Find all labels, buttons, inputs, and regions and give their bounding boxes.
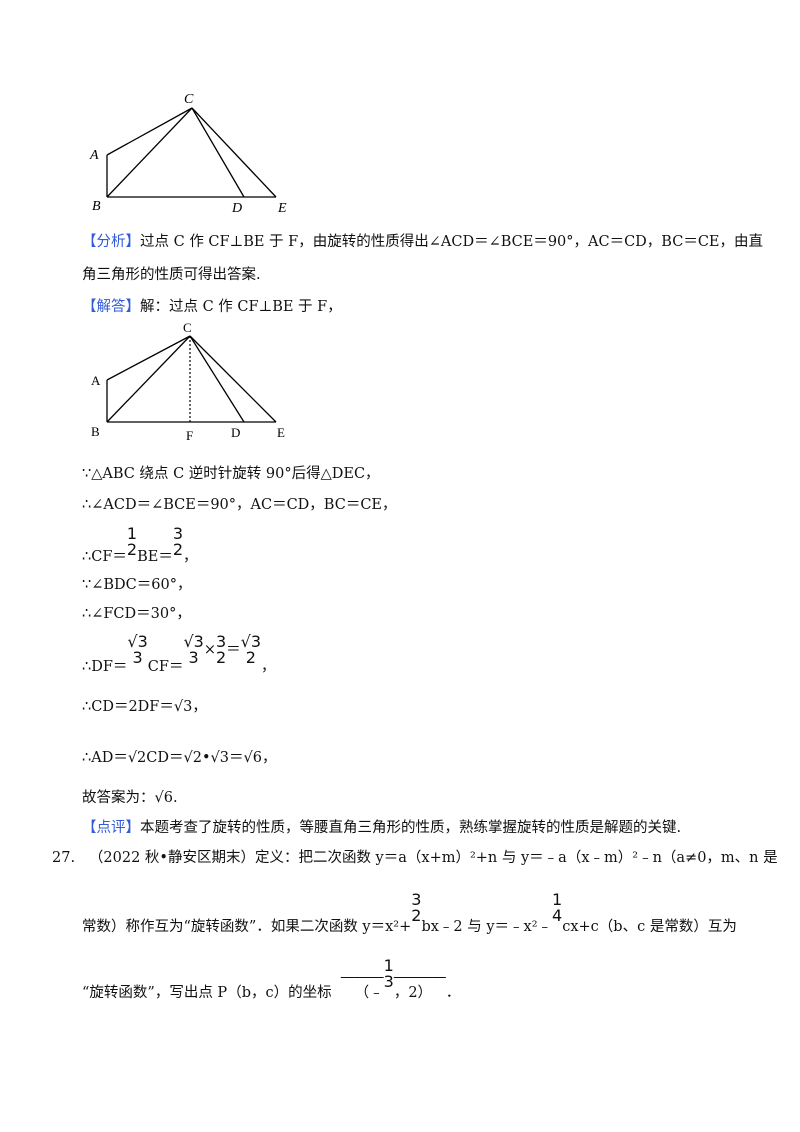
- fraction-num: 3: [215, 632, 227, 651]
- analysis-line-2: 角三角形的性质可得出答案.: [82, 265, 261, 285]
- fraction-num: √3: [240, 632, 262, 651]
- solution-intro-text: 解：过点 C 作 CF⊥BE 于 F，: [140, 299, 342, 315]
- step-3-end: ，: [183, 549, 198, 565]
- step-2-text: ∴∠ACD＝∠BCE＝90°，AC＝CD，BC＝CE，: [82, 497, 397, 513]
- fraction-num: 3: [172, 524, 184, 543]
- step-3-pre: ∴CF＝: [82, 549, 127, 565]
- comment-tag: 【点评】: [82, 820, 140, 836]
- analysis-tag: 【分析】: [82, 234, 140, 250]
- step-4-text: ∵∠BDC＝60°，: [82, 577, 192, 593]
- step-4: ∵∠BDC＝60°，: [82, 575, 191, 595]
- step-7-text: ∴CD＝2DF＝√3，: [82, 699, 207, 715]
- fraction-den: 3: [132, 648, 143, 667]
- step-1-text: ∵△ABC 绕点 C 逆时针旋转 90°后得△DEC，: [82, 466, 380, 482]
- step-8: ∴AD＝√2CD＝√2•√3＝√6，: [82, 748, 276, 768]
- fraction-den: 3: [188, 648, 199, 667]
- q27-text-2c: cx+c（b、c 是常数）互为: [562, 919, 737, 935]
- comment-line: 【点评】本题考查了旋转的性质，等腰直角三角形的性质，熟练掌握旋转的性质是解题的关…: [82, 818, 681, 838]
- fraction-num: 1: [552, 890, 563, 909]
- fraction-den: 2: [215, 648, 227, 667]
- step-5-text: ∴∠FCD＝30°，: [82, 606, 191, 622]
- step-8-text: ∴AD＝√2CD＝√2•√3＝√6，: [82, 750, 277, 766]
- label-d: D: [231, 201, 242, 216]
- analysis-text-1: 过点 C 作 CF⊥BE 于 F，由旋转的性质得出∠ACD＝∠BCE＝90°，A…: [140, 234, 764, 250]
- q27-text-2b: bx﹣2 与 y＝﹣x²﹣: [421, 919, 553, 935]
- fraction-num: 3: [411, 890, 422, 909]
- q27-text-1: （2022 秋•静安区期末）定义：把二次函数 y＝a（x+m）²+n 与 y＝﹣…: [88, 850, 778, 866]
- q27-text-3a: “旋转函数”，写出点 P（b，c）的坐标: [82, 985, 332, 1001]
- label-b: B: [92, 199, 101, 214]
- figure-2: C A B F D E: [91, 320, 285, 443]
- q27-text-2a: 常数）称作互为“旋转函数”．如果二次函数 y＝x²+: [82, 919, 412, 935]
- equals-sign: ＝: [226, 642, 241, 658]
- fraction-den: 2: [245, 648, 256, 667]
- label-e: E: [277, 201, 287, 216]
- step-3-mid: BE＝: [137, 549, 173, 565]
- step-5: ∴∠FCD＝30°，: [82, 604, 191, 624]
- step-1: ∵△ABC 绕点 C 逆时针旋转 90°后得△DEC，: [82, 464, 380, 484]
- fraction-num: √3: [183, 632, 204, 651]
- answer-post: ，2）: [393, 985, 433, 1001]
- label-c: C: [184, 92, 194, 107]
- final-answer-text: 故答案为：√6.: [82, 790, 178, 806]
- label2-c: C: [183, 320, 192, 335]
- answer-pre: （﹣: [354, 985, 384, 1001]
- fraction-den: 2: [126, 540, 138, 559]
- figure-1: C A B D E: [89, 92, 287, 216]
- label-a: A: [89, 148, 99, 163]
- fraction-den: 2: [411, 906, 422, 925]
- solution-tag: 【解答】: [82, 299, 140, 315]
- fraction-den: 2: [172, 540, 184, 559]
- comment-text: 本题考查了旋转的性质，等腰直角三角形的性质，熟练掌握旋转的性质是解题的关键.: [140, 820, 682, 836]
- step-2: ∴∠ACD＝∠BCE＝90°，AC＝CD，BC＝CE，: [82, 495, 397, 515]
- label2-d: D: [231, 425, 240, 440]
- final-answer: 故答案为：√6.: [82, 788, 178, 808]
- label2-a: A: [91, 373, 101, 388]
- fraction-num: 1: [383, 956, 394, 975]
- label2-b: B: [91, 424, 100, 439]
- solution-intro: 【解答】解：过点 C 作 CF⊥BE 于 F，: [82, 297, 342, 317]
- question-number: 27.: [52, 850, 76, 866]
- fraction-num: 1: [126, 524, 138, 543]
- fraction-den: 3: [383, 972, 394, 991]
- q27-line-1: 27. （2022 秋•静安区期末）定义：把二次函数 y＝a（x+m）²+n 与…: [52, 848, 778, 868]
- label2-f: F: [186, 428, 193, 443]
- fraction-num: √3: [127, 632, 148, 651]
- analysis-line-1: 【分析】过点 C 作 CF⊥BE 于 F，由旋转的性质得出∠ACD＝∠BCE＝9…: [82, 232, 763, 252]
- label2-e: E: [277, 425, 285, 440]
- step-6-pre: ∴DF＝: [82, 659, 128, 675]
- times-sign: ×: [203, 642, 216, 658]
- step-6-end: ，: [261, 659, 276, 675]
- analysis-text-2: 角三角形的性质可得出答案.: [82, 267, 261, 283]
- step-7: ∴CD＝2DF＝√3，: [82, 697, 207, 717]
- q27-text-3-end: ．: [445, 985, 461, 1001]
- step-6-mid: CF＝: [147, 659, 184, 675]
- fraction-den: 4: [552, 906, 563, 925]
